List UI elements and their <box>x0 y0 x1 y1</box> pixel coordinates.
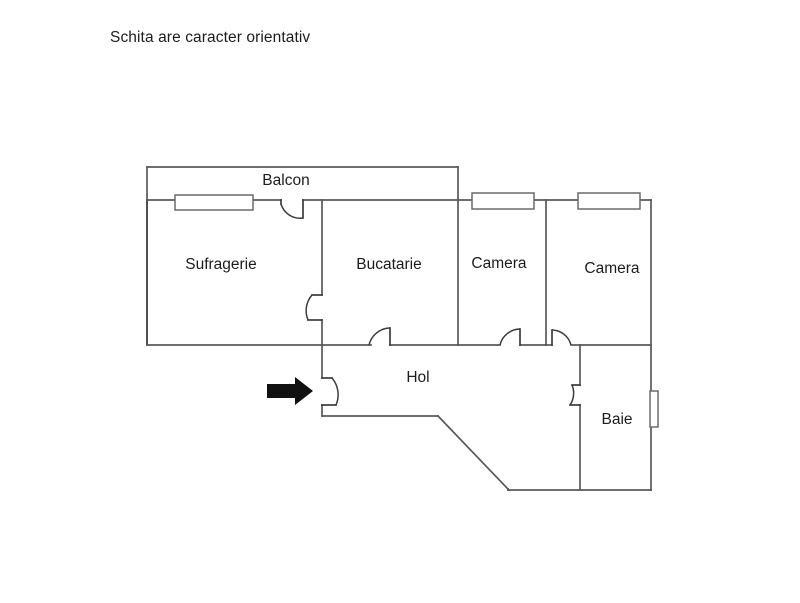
window-camera-1 <box>471 192 535 210</box>
windows-group <box>174 192 659 428</box>
door-sufragerie-bucatarie <box>305 294 323 321</box>
door-balcony <box>280 199 304 219</box>
window-sufragerie <box>174 194 254 211</box>
window-camera-2 <box>577 192 641 210</box>
interior-partitions <box>321 199 652 491</box>
door-entrance <box>321 377 339 406</box>
room-label-bucatarie: Bucatarie <box>356 256 421 273</box>
door-camera-1 <box>499 328 521 346</box>
door-bucatarie <box>368 327 391 346</box>
entrance-arrow <box>267 377 313 405</box>
page-title: Schita are caracter orientativ <box>110 29 311 46</box>
room-label-baie: Baie <box>601 411 632 428</box>
room-label-hol: Hol <box>406 369 429 386</box>
window-baie <box>649 390 659 428</box>
room-label-camera-1: Camera <box>471 255 527 272</box>
door-camera-2 <box>551 329 572 346</box>
room-label-sufragerie: Sufragerie <box>185 256 257 273</box>
room-label-balcon: Balcon <box>262 172 309 189</box>
room-label-camera-2: Camera <box>584 260 640 277</box>
balcony-walls <box>146 166 459 201</box>
door-baie <box>569 384 581 406</box>
